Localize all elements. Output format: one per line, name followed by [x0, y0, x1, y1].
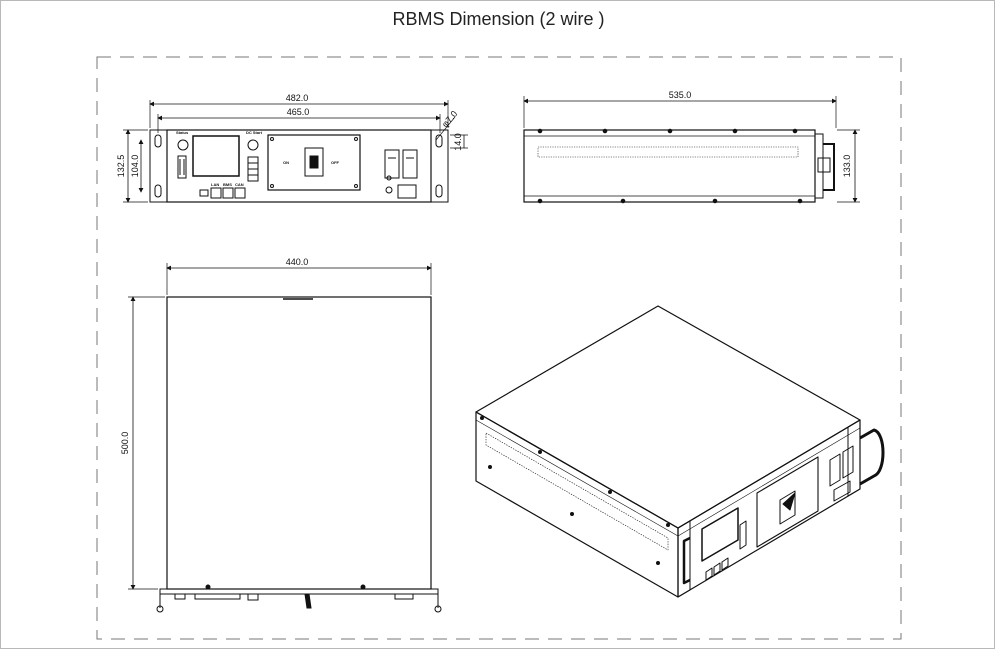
iso-ear-left [677, 520, 691, 598]
iso-breaker-plate [756, 456, 819, 548]
dc-start-button [247, 139, 259, 151]
dim-top-depth: 500.0 [120, 432, 130, 455]
label-port-lan: LAN [211, 182, 219, 187]
label-dc-start: DC Start [246, 130, 263, 135]
top-view [128, 263, 442, 613]
iso-side-face [475, 411, 679, 598]
isometric-view [475, 305, 885, 598]
power-terminal-right [402, 149, 418, 179]
side-vents [537, 146, 799, 158]
rack-ear-left [149, 129, 168, 203]
label-off: OFF [331, 160, 340, 165]
dim-depth: 535.0 [669, 90, 692, 100]
power-terminal-left [384, 149, 400, 179]
dim-overall-height: 132.5 [116, 155, 126, 178]
label-port-can: CAN [235, 182, 244, 187]
port-lan [210, 187, 222, 199]
rack-ear-right [430, 129, 449, 203]
label-on: ON [283, 160, 289, 165]
dim-hole-diameter: φ7.0 [440, 109, 459, 129]
front-view [123, 100, 468, 203]
iso-front-face [677, 419, 861, 598]
ac-inlet [397, 184, 417, 199]
label-port-bms: BMS [223, 182, 232, 187]
dim-side-height: 133.0 [842, 155, 852, 178]
breaker-plate [267, 134, 361, 191]
side-body [523, 129, 816, 203]
iso-handle-right [859, 428, 885, 486]
page-title: RBMS Dimension (2 wire ) [392, 9, 605, 29]
port-bms [222, 187, 234, 199]
dim-mount-width: 465.0 [287, 107, 310, 117]
dim-top-width: 440.0 [286, 257, 309, 267]
iso-ear-right [847, 419, 861, 497]
iso-display [701, 507, 739, 562]
dim-inner-height: 104.0 [130, 155, 140, 178]
dim-overall-width: 482.0 [286, 93, 309, 103]
iso-side-vents [485, 432, 669, 551]
label-status: Status [176, 130, 189, 135]
iso-handle-left [682, 536, 691, 585]
dashed-border [96, 56, 902, 640]
breaker-switch [304, 147, 324, 177]
dim-ear-offset: 14.0 [453, 133, 463, 151]
lcd-display [192, 135, 240, 177]
top-body [166, 296, 432, 590]
side-view [523, 96, 860, 204]
iso-top-face [475, 305, 861, 529]
port-can [234, 187, 246, 199]
front-panel [166, 129, 432, 203]
status-led [177, 139, 189, 151]
